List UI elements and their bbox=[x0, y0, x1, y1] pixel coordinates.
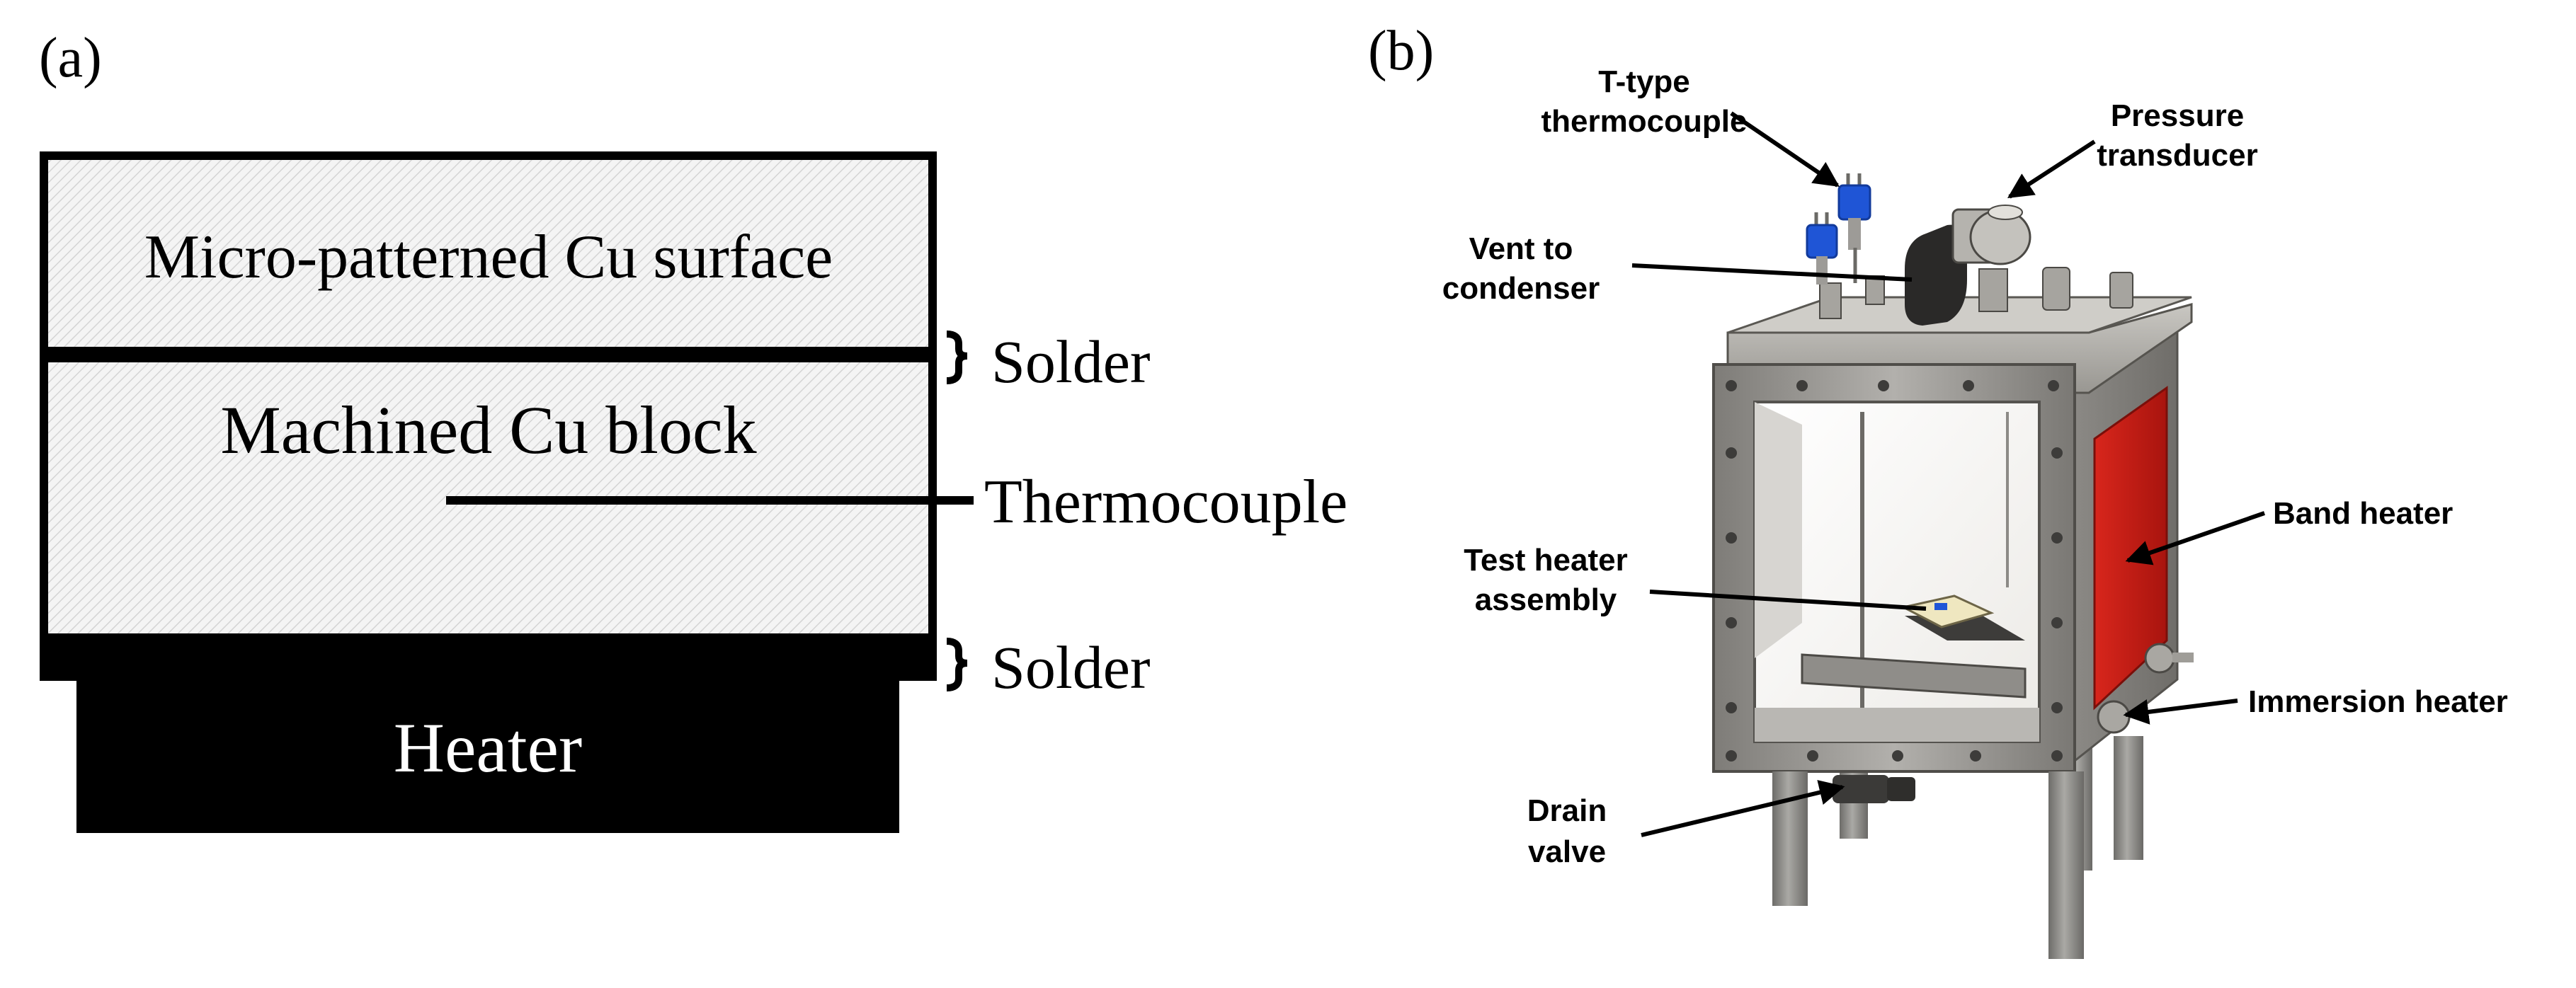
arrow-pressure bbox=[2007, 139, 2096, 199]
immersion-heater-fittings bbox=[2097, 643, 2194, 734]
lower-solder-brace bbox=[946, 638, 968, 691]
front-leg-right bbox=[2048, 771, 2084, 959]
lower-solder-label: Solder bbox=[991, 633, 1151, 701]
drain-valve bbox=[1833, 775, 1915, 803]
label-t-type-line1: T-type bbox=[1598, 64, 1690, 99]
t-type-thermocouples bbox=[1806, 173, 1871, 285]
frame-bolts bbox=[1726, 380, 2063, 762]
label-drain-line1: Drain bbox=[1527, 793, 1607, 828]
inner-wall bbox=[1755, 402, 1802, 658]
test-heater-chip bbox=[1934, 603, 1947, 610]
arrow-vent bbox=[1631, 263, 1913, 282]
pressure-transducer bbox=[1951, 205, 2031, 312]
panel-a-tag: (a) bbox=[39, 27, 102, 89]
label-immersion-heater: Immersion heater bbox=[2248, 684, 2508, 719]
vent-to-condenser bbox=[1905, 224, 1967, 326]
label-drain-line2: valve bbox=[1528, 834, 1606, 869]
label-pressure-line1: Pressure bbox=[2111, 98, 2244, 133]
panel-b: (b) bbox=[1368, 20, 2508, 959]
front-leg-left bbox=[1772, 771, 1808, 906]
lower-solder-layer bbox=[40, 637, 937, 681]
arrow-t-type bbox=[1730, 111, 1840, 188]
panel-a: (a) Micro-patterned Cu surface Machined … bbox=[39, 27, 1347, 833]
label-vent-line2: condenser bbox=[1442, 271, 1600, 306]
callout-arrows bbox=[1631, 111, 2265, 837]
chamber-floor bbox=[1755, 708, 2039, 742]
label-vent-line1: Vent to bbox=[1469, 231, 1573, 266]
micro-patterned-label: Micro-patterned Cu surface bbox=[144, 223, 833, 292]
heater-label: Heater bbox=[394, 708, 582, 787]
panel-b-labels: T-type thermocouple Pressure transducer … bbox=[1442, 64, 2508, 869]
label-band-heater: Band heater bbox=[2273, 496, 2453, 531]
label-test-heater-line2: assembly bbox=[1475, 582, 1617, 617]
panel-b-tag: (b) bbox=[1368, 20, 1434, 82]
arrow-test-heater bbox=[1649, 590, 1927, 611]
machined-cu-block-label: Machined Cu block bbox=[220, 392, 756, 468]
top-plate-surface bbox=[1727, 296, 2192, 334]
upper-solder-label: Solder bbox=[991, 328, 1151, 396]
arrow-band-heater bbox=[2125, 511, 2265, 565]
upper-solder-brace bbox=[946, 331, 968, 384]
thermocouple-label: Thermocouple bbox=[984, 468, 1347, 536]
label-test-heater-line1: Test heater bbox=[1464, 543, 1628, 578]
heater-block bbox=[76, 676, 899, 833]
back-leg-front-right bbox=[2114, 736, 2143, 860]
label-pressure-line2: transducer bbox=[2097, 138, 2257, 173]
boiling-chamber bbox=[1712, 173, 2194, 959]
arrow-drain-valve bbox=[1641, 780, 1845, 837]
test-heater-assembly bbox=[1900, 594, 1995, 628]
arrow-immersion-heater bbox=[2123, 699, 2238, 725]
immersion-rod bbox=[1801, 653, 2027, 699]
label-t-type-line2: thermocouple bbox=[1541, 104, 1748, 139]
micro-patterned-layer bbox=[40, 151, 937, 357]
